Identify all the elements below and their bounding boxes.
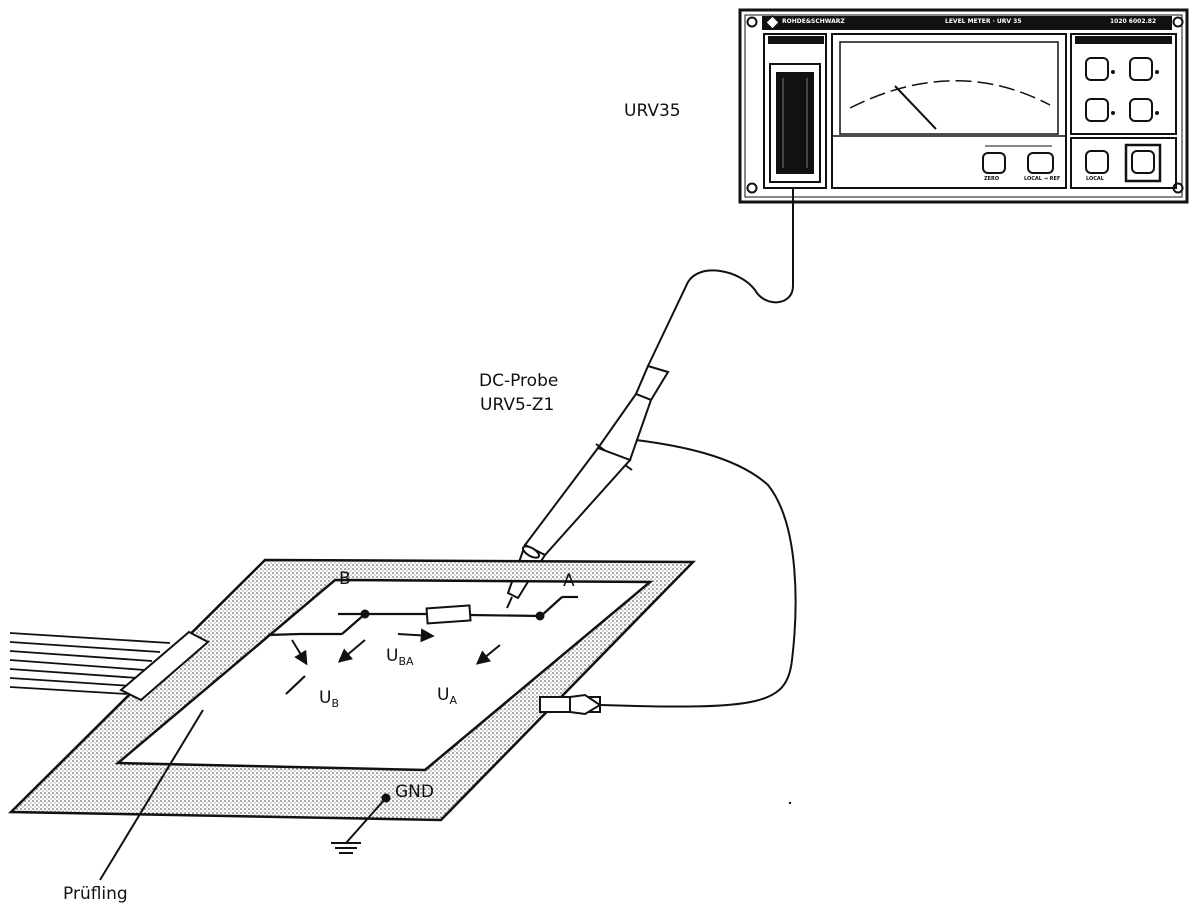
gnd-label: GND [395,782,434,802]
dc-probe [506,364,670,609]
meter-model: LEVEL METER · URV 35 [945,18,1022,25]
probe-label-line1: DC-Probe [479,371,559,391]
probe-ground-lead [599,439,797,708]
meter-probe-cable [647,188,794,367]
meter-serial: 1020 6002.82 [1110,18,1157,25]
probe-label-line2: URV5-Z1 [480,395,555,415]
dut-label: Prüfling [63,884,128,904]
meter-label: URV35 [624,101,681,121]
meter-key-local-ref: LOCAL → REF [1024,176,1061,182]
meter-brand: ROHDE&SCHWARZ [782,18,845,25]
voltage-ub-label: UB [319,688,339,710]
voltage-uba-label: UBA [386,646,414,668]
point-b-label: B [339,569,351,589]
meter-key-zero: ZERO [984,176,1000,182]
device-under-test-board [8,558,696,881]
point-a-label: A [563,571,575,591]
level-meter-urv35 [738,8,1189,204]
meter-key-local: LOCAL [1086,176,1104,182]
voltage-ua-label: UA [437,685,457,707]
